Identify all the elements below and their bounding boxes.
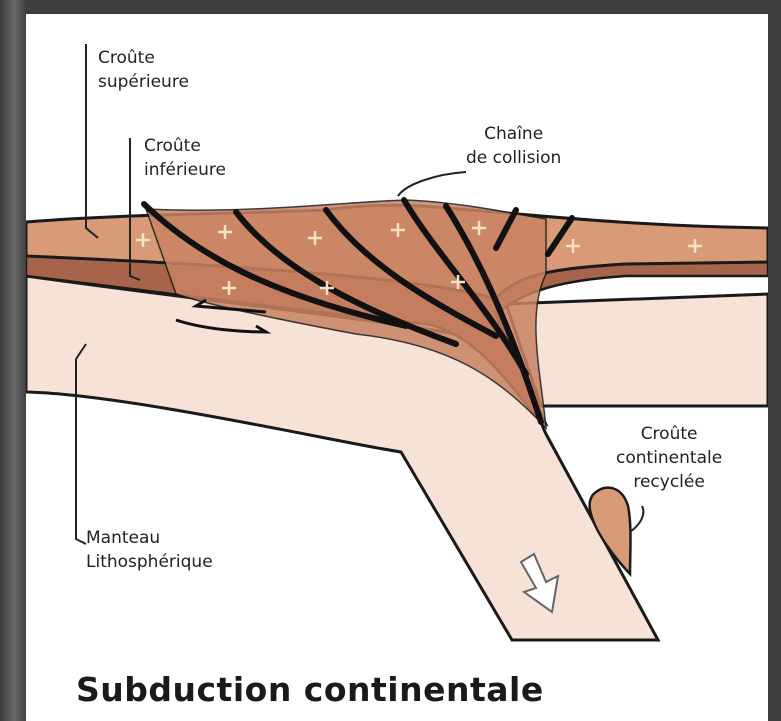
label-croute-recyclee: Croûte continentale recyclée [616, 422, 722, 494]
overriding-plate-mantle [506, 294, 768, 406]
diagram-title: Subduction continentale [76, 670, 544, 709]
label-chaine-collision: Chaîne de collision [466, 122, 561, 170]
label-croute-inferieure: Croûte inférieure [144, 134, 226, 182]
diagram-panel: Croûte supérieure Croûte inférieure Chaî… [26, 14, 768, 721]
subduction-diagram [26, 14, 768, 721]
label-croute-superieure: Croûte supérieure [98, 46, 189, 94]
label-manteau: Manteau Lithosphérique [86, 526, 213, 574]
